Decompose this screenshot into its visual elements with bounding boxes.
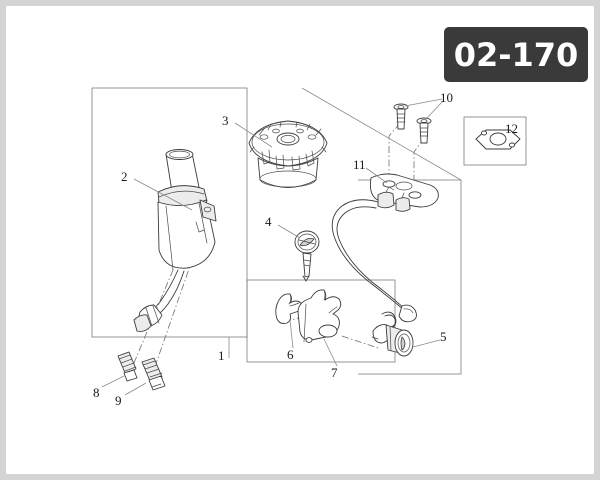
part-lock-cylinder — [371, 311, 414, 357]
part-gasket-plate — [475, 129, 521, 150]
callout-11: 11 — [353, 157, 366, 172]
callout-12: 12 — [505, 121, 518, 136]
group-boxes — [91, 87, 527, 375]
callout-5: 5 — [440, 329, 447, 344]
main-group-box — [91, 87, 248, 338]
callout-2: 2 — [121, 169, 128, 184]
callout-1: 1 — [218, 348, 225, 363]
page-number-badge: 02-170 — [444, 27, 588, 82]
part-lock-bracket — [297, 289, 342, 343]
callout-10: 10 — [440, 90, 453, 105]
callout-9: 9 — [115, 393, 122, 408]
callout-8: 8 — [93, 385, 100, 400]
part-tank-cap — [248, 120, 328, 188]
callout-7: 7 — [331, 365, 338, 380]
part-bracket-cable — [331, 173, 439, 323]
part-screws-8-9 — [117, 351, 166, 391]
leader-lines — [101, 87, 462, 396]
callout-3: 3 — [222, 113, 229, 128]
callout-6: 6 — [287, 347, 294, 362]
part-fuel-pump — [133, 149, 217, 332]
gasket-plate-box — [463, 116, 527, 166]
parts-diagram: .ln { fill:none; stroke:#3c3c3c; stroke-… — [91, 87, 527, 396]
page-number-label: 02-170 — [453, 35, 579, 74]
callout-4: 4 — [265, 214, 272, 229]
part-key — [294, 230, 320, 282]
diagram-canvas: .ln { fill:none; stroke:#3c3c3c; stroke-… — [6, 6, 594, 474]
part-mounting-screws — [393, 103, 432, 144]
